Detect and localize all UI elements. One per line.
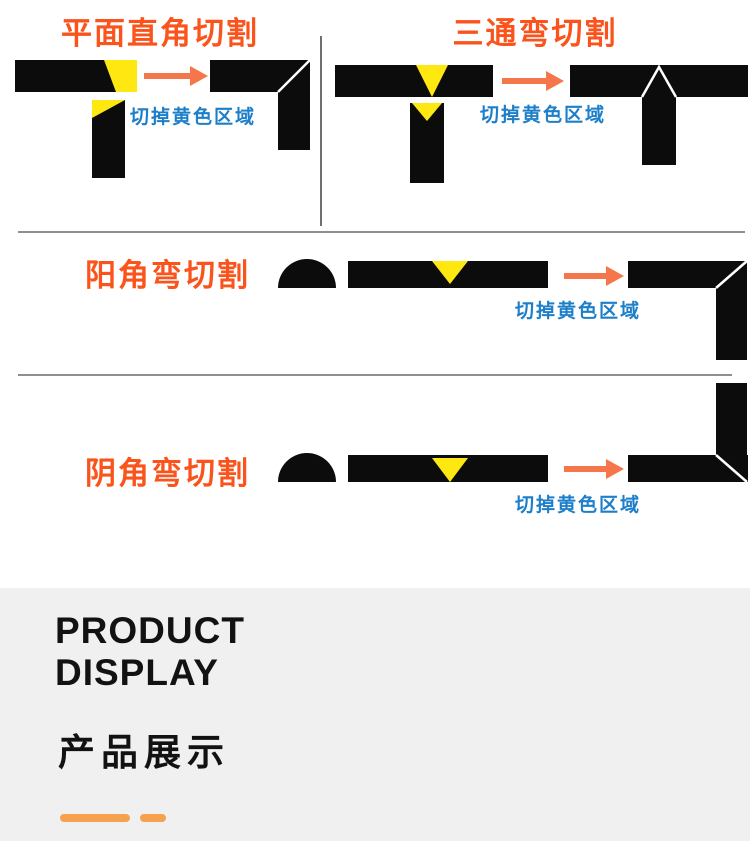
cut-area-yellow xyxy=(92,100,125,118)
result-piece-vertical xyxy=(642,97,676,165)
accent-dash-long xyxy=(60,814,130,822)
section-title-flat-right-angle: 平面直角切割 xyxy=(61,16,259,51)
piece-horizontal xyxy=(335,65,493,97)
result-piece-vertical xyxy=(716,261,747,360)
cut-note: 切掉黄色区域 xyxy=(480,105,607,126)
miter-seam xyxy=(715,260,748,289)
result-piece-horizontal xyxy=(628,455,748,482)
cut-note: 切掉黄色区域 xyxy=(515,301,642,322)
arrow-right-icon xyxy=(144,66,208,86)
result-piece-horizontal xyxy=(570,65,748,97)
banner-title-en-line2: DISPLAY xyxy=(55,652,219,693)
miter-seam xyxy=(640,64,678,98)
cut-area-yellow xyxy=(412,103,442,121)
diagram-outer-corner xyxy=(278,259,748,360)
section-title-tee-bend: 三通弯切割 xyxy=(452,16,618,51)
section-title-inner-corner: 阴角弯切割 xyxy=(85,456,250,491)
miter-seam xyxy=(715,454,748,483)
cut-note: 切掉黄色区域 xyxy=(515,495,642,516)
horizontal-divider xyxy=(18,374,732,376)
section-title-outer-corner: 阳角弯切割 xyxy=(85,258,250,293)
arrow-right-icon xyxy=(564,459,624,479)
vertical-divider xyxy=(320,36,322,226)
banner-title-zh: 产品展示 xyxy=(58,732,230,773)
piece-dome xyxy=(278,259,336,288)
cut-area-yellow xyxy=(432,261,468,284)
cut-area-yellow xyxy=(104,60,137,92)
piece-dome xyxy=(278,453,336,482)
banner-title-en-line1: PRODUCT xyxy=(55,610,245,651)
cut-note: 切掉黄色区域 xyxy=(130,107,257,128)
accent-dash-short xyxy=(140,814,166,822)
product-display-banner: PRODUCT DISPLAY 产品展示 xyxy=(0,588,750,841)
miter-seam xyxy=(277,59,311,93)
arrow-right-icon xyxy=(564,266,624,286)
diagram-flat-right-angle xyxy=(15,59,311,178)
result-piece-vertical xyxy=(278,60,310,150)
arrow-right-icon xyxy=(502,71,564,91)
diagram-tee-bend xyxy=(335,64,748,183)
horizontal-divider xyxy=(18,231,745,233)
cut-area-yellow xyxy=(432,458,468,482)
diagram-inner-corner xyxy=(278,383,748,483)
cut-area-yellow xyxy=(416,65,448,97)
